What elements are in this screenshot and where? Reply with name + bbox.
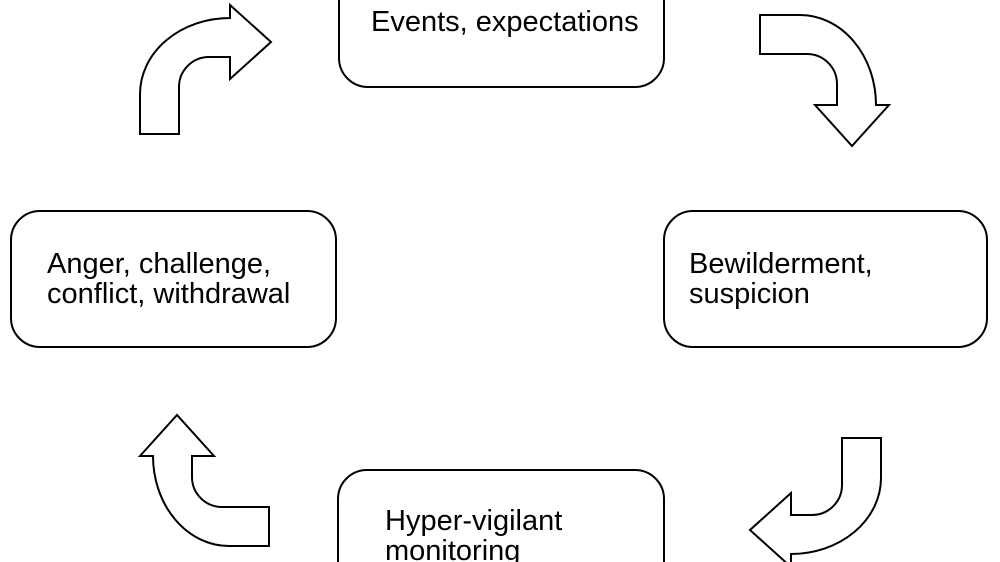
curved-arrow-bottom-to-left-icon — [137, 413, 270, 547]
node-anger-challenge-label: Anger, challenge, conflict, withdrawal — [47, 248, 291, 310]
curved-arrow-right-to-bottom-icon — [748, 437, 882, 562]
curved-arrow-left-to-top-icon — [139, 2, 273, 135]
curved-arrow-top-to-right-icon — [759, 14, 892, 148]
node-events-expectations-label: Events, expectations — [371, 5, 639, 38]
node-events-expectations: Events, expectations — [338, 0, 665, 88]
node-bewilderment-suspicion-label: Bewilderment, suspicion — [689, 248, 873, 310]
node-hyper-vigilant-monitoring-label: Hyper-vigilant monitoring — [385, 504, 563, 562]
node-anger-challenge: Anger, challenge, conflict, withdrawal — [10, 210, 337, 348]
node-bewilderment-suspicion: Bewilderment, suspicion — [663, 210, 988, 348]
node-hyper-vigilant-monitoring: Hyper-vigilant monitoring — [337, 469, 665, 562]
